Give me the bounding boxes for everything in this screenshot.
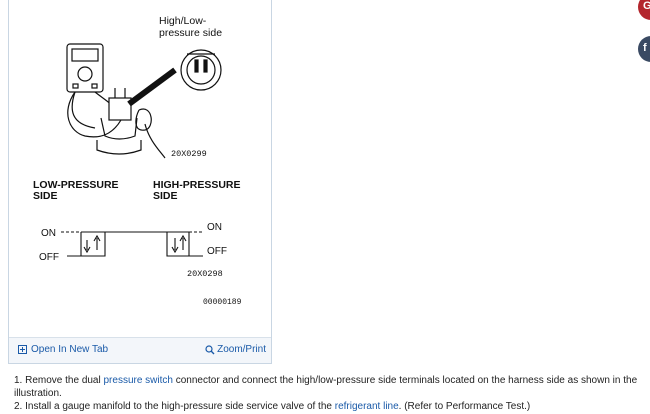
instruction-step-2: 2. Install a gauge manifold to the high-… <box>14 401 531 412</box>
figure-toolbar: Open In New Tab Zoom/Print <box>9 337 271 363</box>
magnifier-icon <box>205 344 215 354</box>
connector-detail <box>180 49 222 91</box>
zoom-print-link[interactable]: Zoom/Print <box>205 344 266 355</box>
zoom-print-label: Zoom/Print <box>217 344 266 355</box>
pressure-switch-link[interactable]: pressure switch <box>103 375 173 386</box>
high-low-label: High/Low- pressure side <box>159 15 222 39</box>
figure-frame: High/Low- pressure side 20X0299 LOW-PRES… <box>8 0 272 364</box>
on-left-label: ON <box>41 228 56 239</box>
code-top: 20X0299 <box>171 149 207 159</box>
instructions: 1. Remove the dual pressure switch conne… <box>14 374 650 413</box>
pressure-switch-drawing <box>96 67 177 159</box>
on-right-label: ON <box>207 222 222 233</box>
code-bottom: 00000189 <box>203 298 242 307</box>
open-new-tab-icon <box>18 345 27 354</box>
illustration: High/Low- pressure side 20X0299 LOW-PRES… <box>33 15 242 307</box>
refrigerant-line-link[interactable]: refrigerant line <box>334 401 399 412</box>
instruction-step-1: 1. Remove the dual pressure switch conne… <box>14 375 638 399</box>
off-left-label: OFF <box>39 252 59 263</box>
open-new-tab-link[interactable]: Open In New Tab <box>18 344 108 355</box>
side-button-top[interactable]: G <box>638 0 650 20</box>
open-new-tab-label: Open In New Tab <box>31 344 109 355</box>
multimeter-drawing <box>66 43 122 138</box>
switching-diagram <box>61 231 203 257</box>
side-button-facebook[interactable]: f <box>638 36 650 62</box>
off-right-label: OFF <box>207 246 227 257</box>
code-mid: 20X0298 <box>187 269 223 279</box>
